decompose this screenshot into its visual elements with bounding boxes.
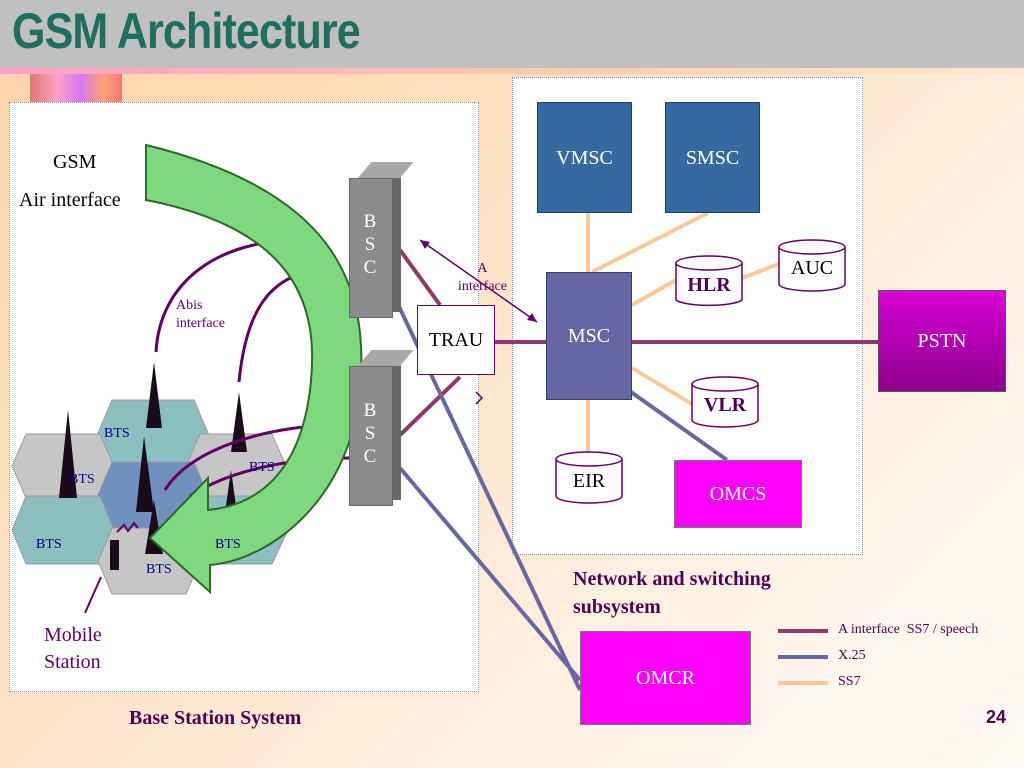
bsc-letter: S [364, 423, 376, 444]
smsc-box: SMSC [665, 102, 760, 213]
hlr-label: HLR [687, 274, 731, 296]
tower-icon [231, 392, 247, 452]
mobile-phone-icon [110, 540, 119, 570]
bts-label: BTS [36, 537, 62, 552]
a-interface-label: A interface [458, 261, 507, 294]
nss-caption: Network and switching subsystem [573, 568, 771, 618]
air-interface-label: Air interface [19, 189, 121, 211]
gsm-label: GSM [53, 151, 97, 173]
mobile-station-label: Mobile Station [44, 624, 102, 673]
bsc-letter: B [363, 400, 377, 421]
decorative-image [30, 74, 122, 102]
pstn-box: PSTN [878, 290, 1006, 392]
bss-caption: Base Station System [129, 707, 302, 729]
legend-ss7: SS7 [838, 674, 861, 689]
bts-label: BTS [146, 562, 172, 577]
vmsc-box: VMSC [537, 102, 632, 213]
abis-interface-label: interface [176, 316, 225, 331]
tower-icon [136, 436, 154, 512]
legend-a-interface: A interface SS7 / speech [838, 622, 979, 637]
bsc-letter: S [364, 234, 376, 255]
tower-icon [59, 410, 77, 498]
title-bar [0, 0, 1024, 68]
hex-cell [11, 495, 115, 565]
bts-label: BTS [69, 472, 95, 487]
bts-label: BTS [249, 460, 275, 475]
eir-label: EIR [572, 470, 606, 492]
bts-label: BTS [215, 537, 241, 552]
bts-label: BTS [104, 426, 130, 441]
page-number: 24 [986, 707, 1007, 727]
msc-box: MSC [546, 272, 632, 400]
tower-icon [146, 362, 162, 428]
title-underline [0, 68, 1024, 74]
database-cylinders [555, 239, 846, 504]
abis-label: Abis [176, 298, 203, 313]
slide-title: GSM Architecture [12, 3, 361, 59]
cell-grid [11, 399, 289, 595]
omcr-box: OMCR [580, 631, 751, 725]
vlr-label: VLR [703, 394, 747, 416]
legend-x25: X.25 [838, 648, 866, 663]
mobile-station-pointer [84, 576, 102, 614]
bsc-letter: B [363, 211, 377, 232]
air-interface-arrow [145, 143, 363, 595]
bsc-letter: C [363, 446, 377, 467]
omcs-box: OMCS [674, 460, 802, 528]
trau-box: TRAU [417, 305, 495, 375]
auc-label: AUC [790, 257, 834, 279]
bsc-letter: C [363, 257, 377, 278]
